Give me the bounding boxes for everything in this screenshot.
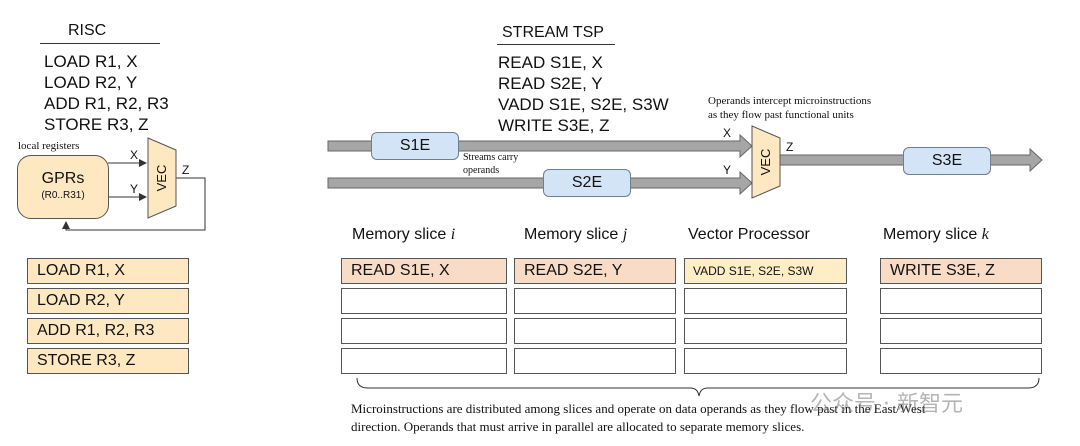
tsp-vec-unit — [751, 125, 781, 199]
diagram-caption: Microinstructions are distributed among … — [351, 400, 925, 436]
slice-cell-empty — [341, 288, 507, 314]
tsp-program: READ S1E, X READ S2E, Y VADD S1E, S2E, S… — [498, 52, 669, 136]
slice-cell-empty — [341, 348, 507, 374]
caption-line: Microinstructions are distributed among … — [351, 401, 926, 416]
column-header-text: Vector Processor — [688, 226, 810, 243]
gprs-range: (R0..R31) — [41, 190, 85, 201]
tsp-program-line: READ S2E, Y — [498, 74, 603, 93]
risc-stack-item: STORE R3, Z — [27, 348, 189, 374]
tsp-y-label: Y — [723, 163, 732, 177]
risc-title-rule — [40, 43, 160, 44]
tsp-vec-label: VEC — [758, 148, 773, 176]
risc-stack-item: LOAD R1, X — [27, 258, 189, 284]
streams-note: Streams carry operands — [463, 151, 518, 177]
column-header-text: Memory slice — [352, 226, 447, 243]
slice-cell-empty — [880, 348, 1042, 374]
tsp-z-label: Z — [786, 140, 794, 154]
watermark: 公众号 · 新智元 — [810, 392, 963, 417]
tsp-title: STREAM TSP — [502, 24, 604, 41]
stream-s1e: S1E — [371, 132, 459, 160]
slice-cell-top: READ S1E, X — [341, 258, 507, 284]
risc-program-line: LOAD R1, X — [44, 52, 138, 71]
tsp-program-line: VADD S1E, S2E, S3W — [498, 95, 669, 114]
operands-note-line: as they flow past functional units — [708, 109, 854, 121]
risc-wiring — [62, 159, 206, 231]
risc-stack-item: LOAD R2, Y — [27, 288, 189, 314]
slice-cell-empty — [880, 288, 1042, 314]
streams-note-line: operands — [463, 165, 500, 176]
risc-y-label: Y — [130, 182, 139, 196]
column-header-var: j — [622, 226, 628, 243]
slice-cell-top: READ S2E, Y — [514, 258, 676, 284]
risc-vec-unit — [147, 137, 177, 219]
risc-x-label: X — [130, 148, 139, 162]
tsp-program-line: WRITE S3E, Z — [498, 116, 610, 135]
gprs-block: GPRs (R0..R31) — [17, 155, 109, 219]
gprs-label: GPRs — [41, 170, 85, 187]
vector-cell-empty — [684, 318, 847, 344]
streams-note-line: Streams carry — [463, 152, 519, 163]
stream-s2e: S2E — [543, 169, 631, 197]
risc-vec-label: VEC — [154, 164, 169, 192]
column-header-var: i — [450, 226, 456, 243]
slice-cell-empty — [514, 348, 676, 374]
column-header-var: k — [981, 226, 989, 243]
stream-s3e: S3E — [903, 147, 991, 175]
risc-program-line: LOAD R2, Y — [44, 73, 138, 92]
column-header-slice-i: Memory slice i — [352, 226, 455, 244]
vector-cell-empty — [684, 348, 847, 374]
risc-title: RISC — [68, 22, 107, 39]
slices-brace — [356, 377, 1040, 397]
slice-cell-top: WRITE S3E, Z — [880, 258, 1042, 284]
operands-note: Operands intercept microinstructions as … — [708, 94, 871, 122]
slice-cell-empty — [341, 318, 507, 344]
operands-note-line: Operands intercept microinstructions — [708, 95, 872, 107]
local-registers-label: local registers — [18, 140, 80, 152]
tsp-x-label: X — [723, 126, 732, 140]
vector-cell-top: VADD S1E, S2E, S3W — [684, 258, 847, 284]
column-header-slice-k: Memory slice k — [883, 226, 989, 244]
stream-s2e-arrow — [327, 170, 753, 196]
column-header-vector-processor: Vector Processor — [688, 226, 810, 244]
risc-program-line: STORE R3, Z — [44, 115, 149, 134]
slice-cell-empty — [514, 318, 676, 344]
slice-cell-empty — [514, 288, 676, 314]
risc-z-label: Z — [182, 163, 190, 177]
risc-program-line: ADD R1, R2, R3 — [44, 94, 169, 113]
column-header-text: Memory slice — [524, 226, 619, 243]
vector-cell-empty — [684, 288, 847, 314]
tsp-title-rule — [497, 44, 615, 45]
caption-line: direction. Operands that must arrive in … — [351, 419, 805, 434]
risc-program: LOAD R1, X LOAD R2, Y ADD R1, R2, R3 STO… — [44, 51, 169, 135]
tsp-program-line: READ S1E, X — [498, 53, 603, 72]
column-header-slice-j: Memory slice j — [524, 226, 627, 244]
slice-cell-empty — [880, 318, 1042, 344]
column-header-text: Memory slice — [883, 226, 978, 243]
risc-stack-item: ADD R1, R2, R3 — [27, 318, 189, 344]
